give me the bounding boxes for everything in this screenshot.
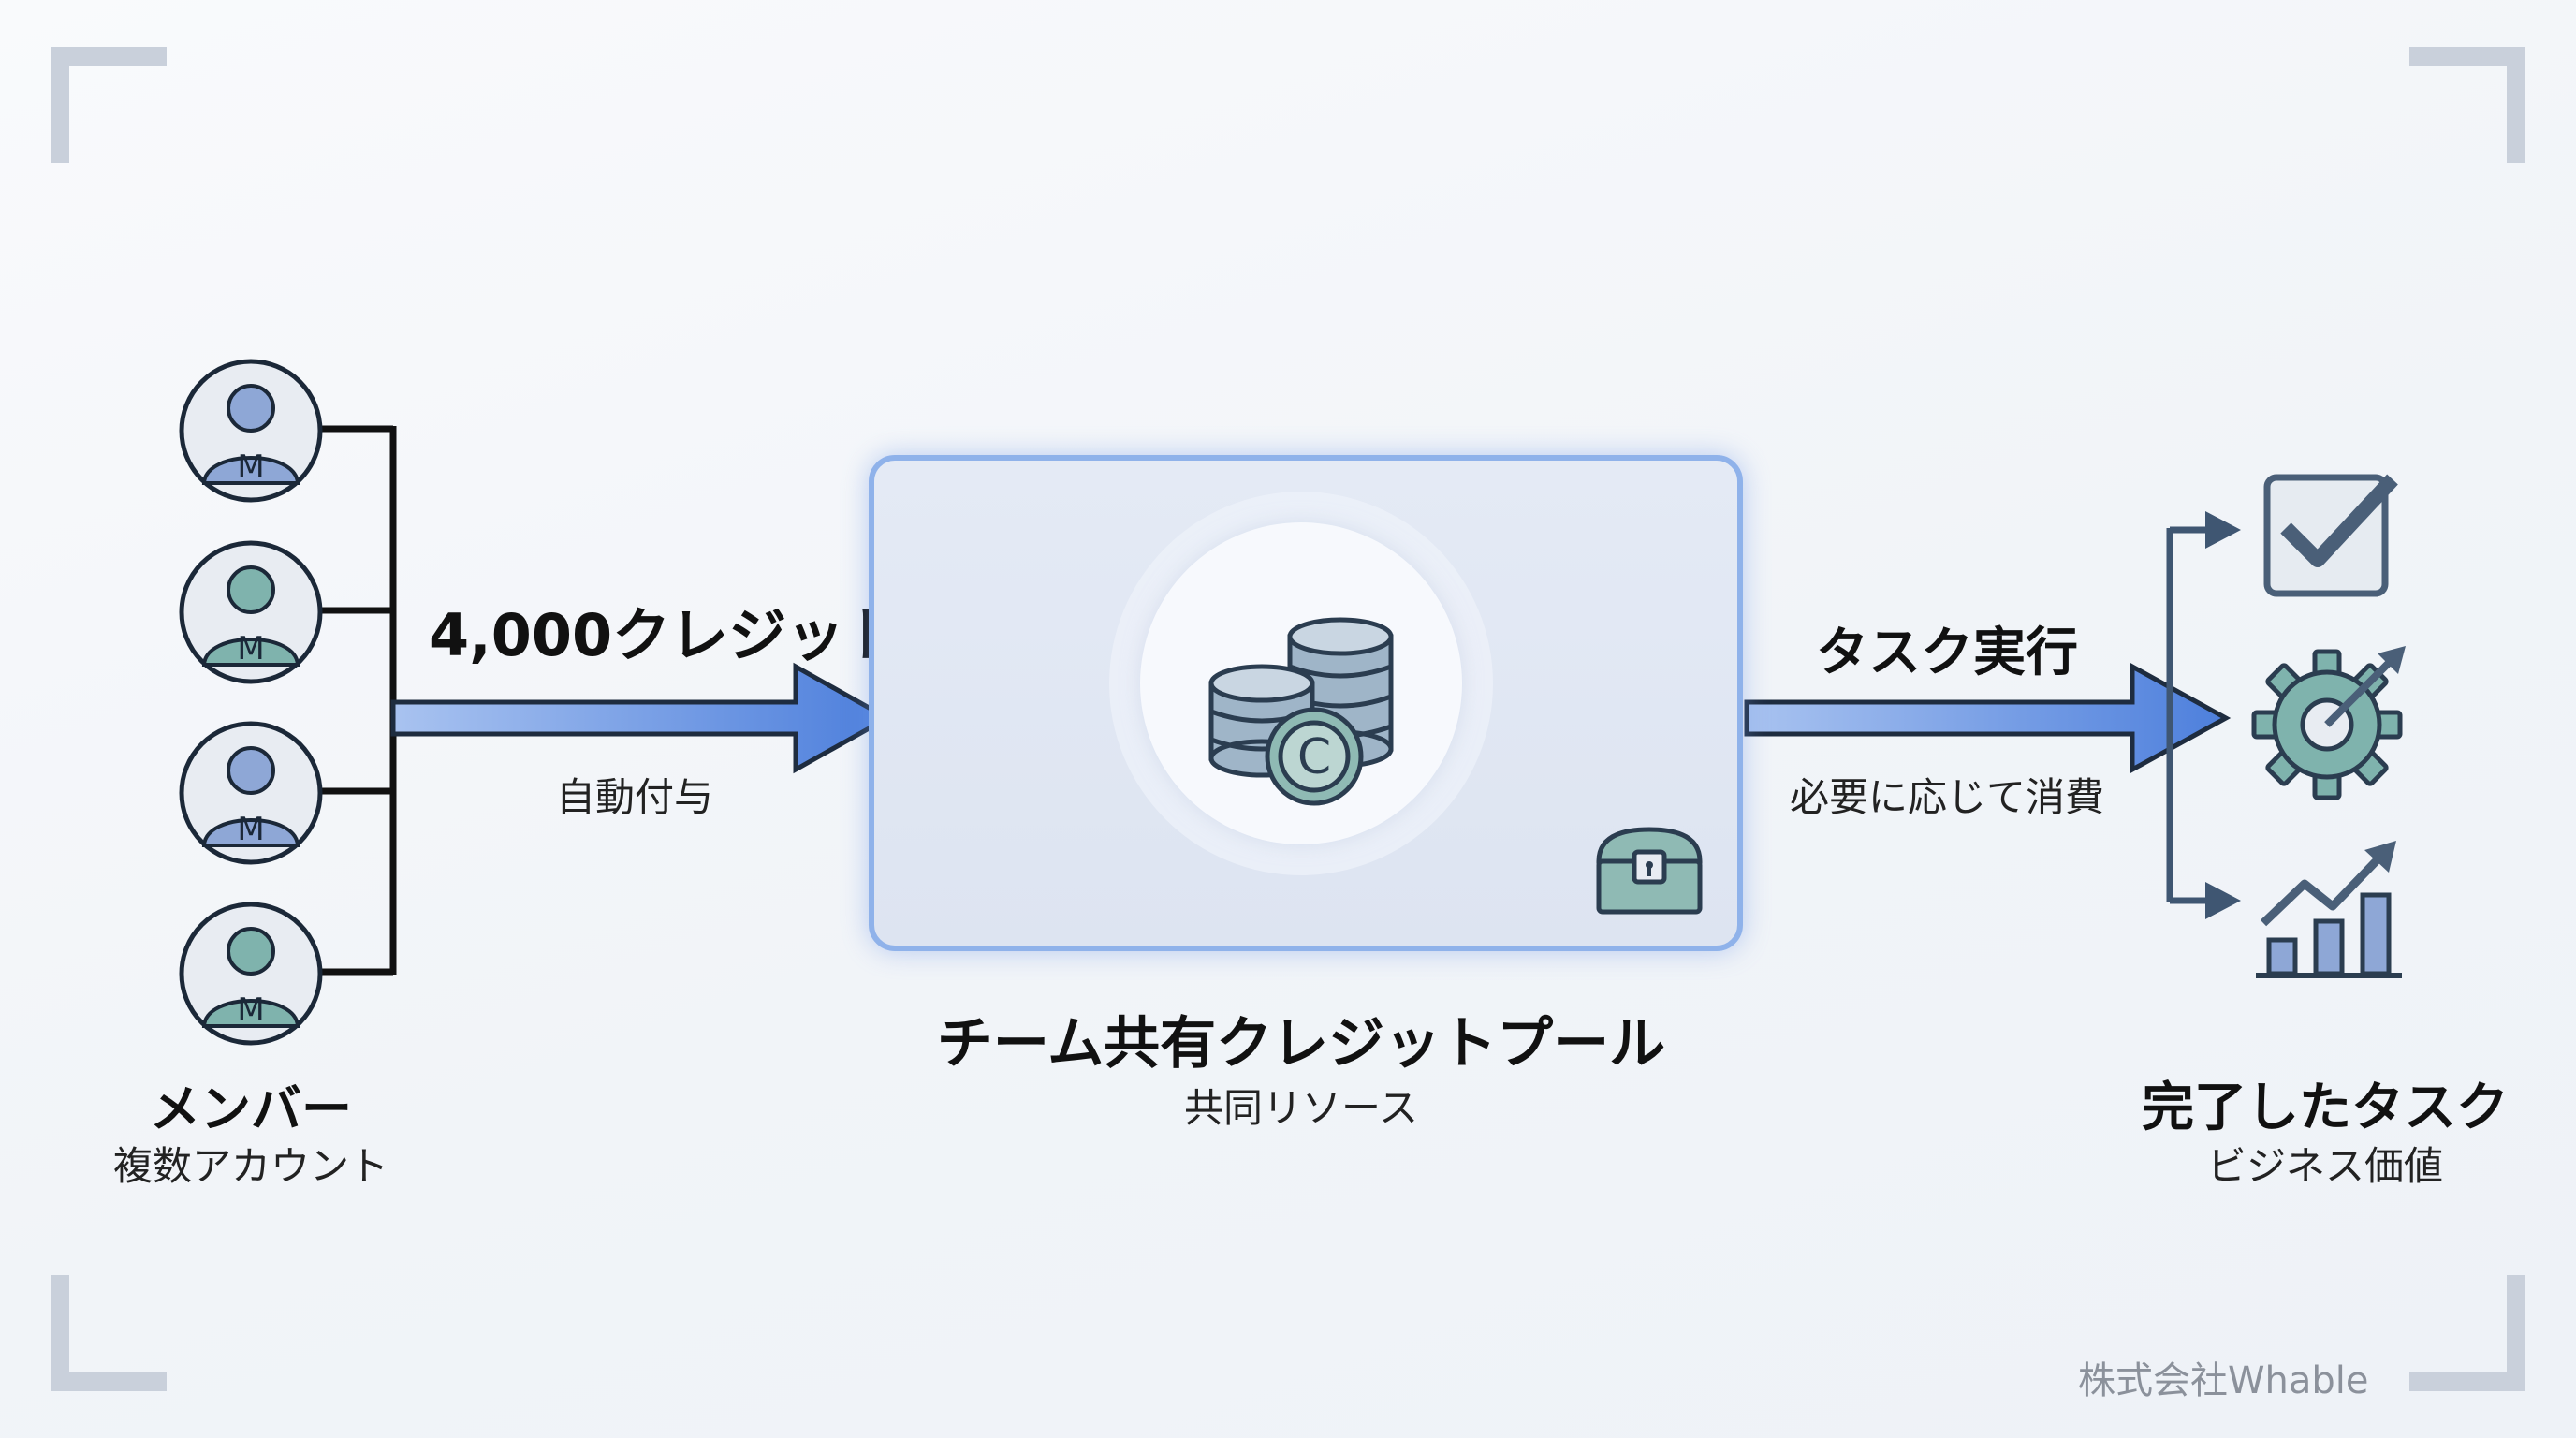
members-subtitle: 複数アカウント: [112, 1143, 389, 1189]
avatar-letter: M: [237, 811, 264, 848]
avatar-letter: M: [237, 991, 264, 1029]
members-title: メンバー: [150, 1079, 352, 1138]
pool-subtitle: 共同リソース: [1184, 1085, 1418, 1131]
member-avatar: M: [179, 721, 323, 865]
corner-bracket-bottom-left-v: [51, 1275, 69, 1391]
corner-bracket-top-right-v: [2507, 47, 2525, 163]
auto-grant-label: 自動付与: [555, 774, 714, 820]
checkbox-icon: [2263, 474, 2398, 597]
coin-symbol: C: [1297, 729, 1331, 785]
member-avatar: M: [179, 540, 323, 684]
pool-title: チーム共有クレジットプール: [936, 1011, 1666, 1077]
corner-bracket-top-right-h: [2409, 47, 2525, 66]
treasure-chest-icon: [1596, 827, 1703, 915]
consume-as-needed-label: 必要に応じて消費: [1789, 774, 2105, 820]
results-title: 完了したタスク: [2142, 1078, 2509, 1138]
task-execution-label: タスク実行: [1816, 623, 2078, 683]
gear-icon: [2251, 646, 2406, 800]
results-subtitle: ビジネス価値: [2206, 1143, 2444, 1189]
growth-chart-icon: [2256, 841, 2402, 978]
company-name: 株式会社Whable: [2078, 1359, 2369, 1402]
corner-bracket-top-left-h: [51, 47, 167, 66]
coin-stack-icon: C: [1208, 617, 1394, 806]
member-avatar: M: [179, 902, 323, 1046]
member-avatar: M: [179, 359, 323, 503]
corner-bracket-top-left-v: [51, 47, 69, 163]
avatar-letter: M: [237, 630, 264, 668]
corner-bracket-bottom-right-v: [2507, 1275, 2525, 1391]
corner-bracket-bottom-right-h: [2409, 1372, 2525, 1391]
avatar-letter: M: [237, 448, 264, 486]
corner-bracket-bottom-left-h: [51, 1372, 167, 1391]
